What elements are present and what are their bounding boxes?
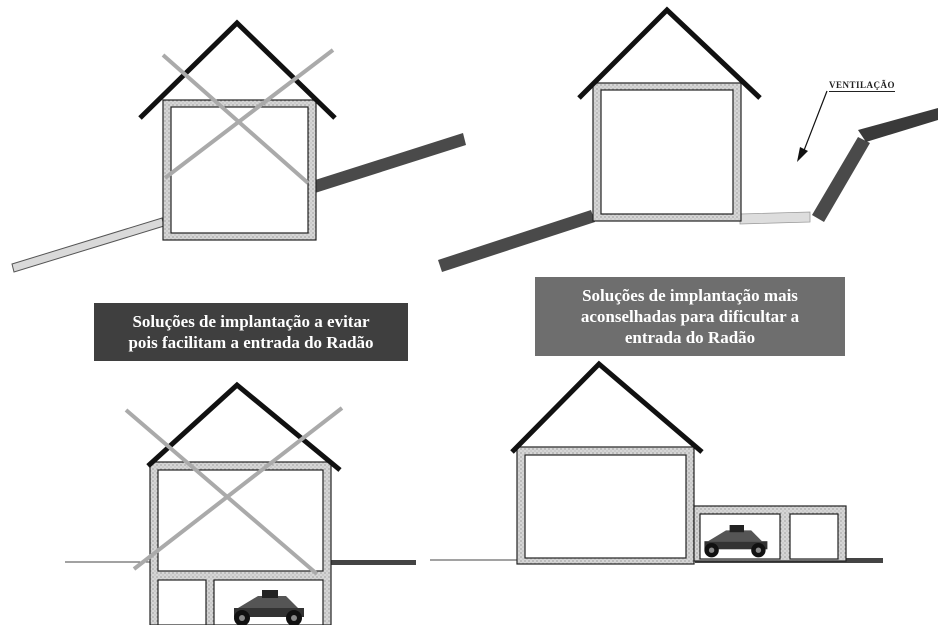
ground-slope-left	[11, 217, 165, 273]
caption-recommended-line-1: Soluções de implantação mais	[582, 286, 798, 305]
cross-out-mark	[161, 48, 335, 185]
caption-avoid-line-1: Soluções de implantação a evitar	[132, 312, 370, 331]
ground-slope-left	[438, 210, 595, 272]
ground-slope-right	[312, 133, 466, 193]
ventilation-label: VENTILAÇÃO	[829, 80, 896, 92]
roof	[146, 381, 342, 472]
ground-slope-right	[812, 137, 870, 222]
caption-recommended-line-2: aconselhadas para dificultar a	[580, 307, 800, 326]
caption-recommended-line-3: entrada do Radão	[624, 328, 756, 347]
caption-avoid-line-2: pois facilitam a entrada do Radão	[128, 333, 374, 352]
ventilation-arrow	[797, 90, 828, 162]
house-bottom-right-recommended	[430, 360, 883, 565]
house-top-right-recommended	[438, 6, 938, 272]
race-car-icon	[704, 525, 768, 558]
roof	[510, 360, 704, 454]
caption-recommended: Soluções de implantação mais aconselhada…	[535, 277, 845, 356]
ground-top-right	[858, 108, 938, 142]
house-bottom-left-avoid	[65, 381, 416, 625]
ventilation-gap-floor	[739, 211, 811, 225]
cross-out-mark	[124, 406, 344, 576]
roof	[138, 19, 337, 120]
roof	[577, 6, 762, 100]
house-top-left-avoid	[11, 19, 466, 273]
race-car-icon	[234, 590, 304, 625]
caption-avoid: Soluções de implantação a evitar pois fa…	[94, 303, 408, 361]
